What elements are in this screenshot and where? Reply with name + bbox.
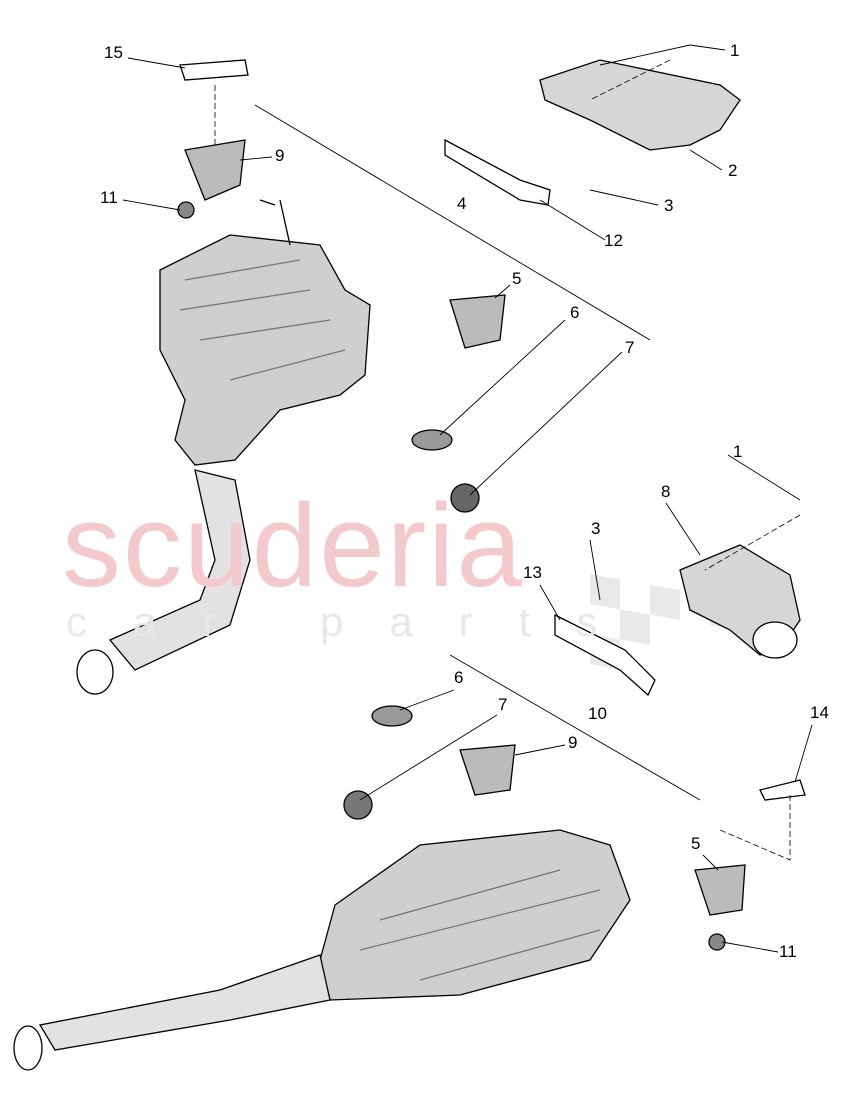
callout-10: 10 <box>588 704 607 723</box>
callout-2: 2 <box>728 161 738 180</box>
lower-bracket <box>554 613 656 697</box>
hanger-9-lower <box>459 744 516 796</box>
watermark-brand: scuderia <box>62 480 525 612</box>
bracket-14 <box>759 779 806 801</box>
lower-muffler <box>319 829 631 1001</box>
callout-9b: 9 <box>568 733 578 752</box>
upper-heat-shield <box>539 59 741 151</box>
callout-6: 6 <box>570 303 580 322</box>
hanger-9-upper <box>184 139 246 201</box>
callout-3b: 3 <box>591 519 601 538</box>
lower-tailpipe <box>38 954 331 1051</box>
callout-1b: 1 <box>733 442 743 461</box>
callout-14: 14 <box>810 703 829 722</box>
callout-9: 9 <box>275 146 285 165</box>
callout-3: 3 <box>664 196 674 215</box>
callout-12: 12 <box>604 231 623 250</box>
callout-8: 8 <box>661 482 671 501</box>
hanger-5-upper <box>449 294 506 349</box>
hanger-5-lower <box>694 864 746 916</box>
callout-11b: 11 <box>779 942 797 961</box>
callout-13: 13 <box>523 563 542 582</box>
callout-7: 7 <box>625 338 635 357</box>
grommet-6-upper <box>411 429 453 451</box>
callout-7b: 7 <box>498 695 508 714</box>
watermark-sub: car parts <box>66 598 644 645</box>
upper-muffler <box>159 234 371 466</box>
callout-4: 4 <box>457 194 467 213</box>
callout-5b: 5 <box>691 834 701 853</box>
sensor-7-lower <box>343 790 373 820</box>
bracket-15 <box>179 59 249 81</box>
grommet-6-lower <box>371 705 413 727</box>
upper-tailpipe <box>108 469 251 671</box>
callout-11: 11 <box>100 188 118 207</box>
callout-15: 15 <box>104 43 123 62</box>
callout-5: 5 <box>512 269 522 288</box>
callout-1: 1 <box>730 41 740 60</box>
sensor-7-upper <box>450 483 480 513</box>
callout-6b: 6 <box>454 668 464 687</box>
